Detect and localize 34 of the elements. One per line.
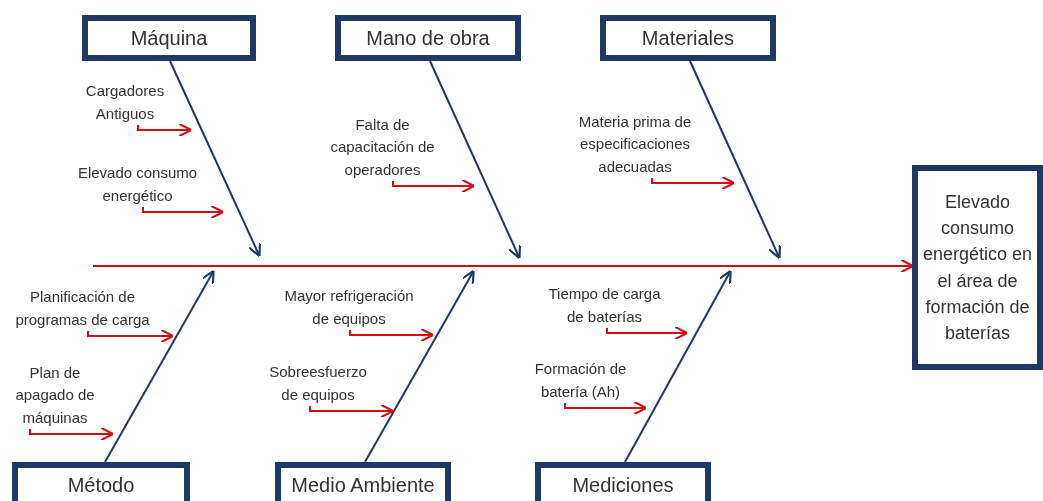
arrow <box>651 175 736 191</box>
arrow <box>87 328 175 344</box>
effect-box: Elevado consumo energético en el área de formación de baterías <box>912 165 1043 370</box>
cause-text: Planificación de programas de carga <box>5 286 160 331</box>
bone-arrow <box>429 60 522 260</box>
category-box: Materiales <box>600 15 776 61</box>
category-box: Mediciones <box>535 462 711 501</box>
spine-arrow <box>92 258 915 274</box>
bone-arrow <box>169 60 262 258</box>
bone-arrow <box>624 269 732 463</box>
arrow <box>392 178 476 194</box>
arrow <box>137 122 193 138</box>
arrow <box>142 204 225 220</box>
arrow <box>29 426 115 442</box>
category-box: Método <box>12 462 190 501</box>
cause-text: Mayor refrigeración de equipos <box>282 285 416 330</box>
cause-text: Elevado consumo energético <box>65 162 210 207</box>
cause-text: Plan de apagado de máquinas <box>10 361 100 429</box>
bone-arrow <box>364 269 475 463</box>
category-box: Medio Ambiente <box>275 462 451 501</box>
category-box: Mano de obra <box>335 15 521 61</box>
arrow <box>564 400 648 416</box>
cause-text: Falta de capacitación de operadores <box>320 113 445 181</box>
cause-text: Formación de batería (Ah) <box>528 358 633 403</box>
cause-text: Tiempo de carga de baterías <box>542 283 667 328</box>
cause-text: Materia prima de especificaciones adecuadas <box>565 110 705 178</box>
bone-arrow <box>104 269 215 463</box>
cause-text: Cargadores Antiguos <box>80 80 170 125</box>
arrow <box>309 403 395 419</box>
arrow <box>349 327 435 343</box>
arrow <box>606 325 689 341</box>
bone-arrow <box>689 60 782 260</box>
category-box: Máquina <box>82 15 256 61</box>
cause-text: Sobreesfuerzo de equipos <box>262 361 374 406</box>
